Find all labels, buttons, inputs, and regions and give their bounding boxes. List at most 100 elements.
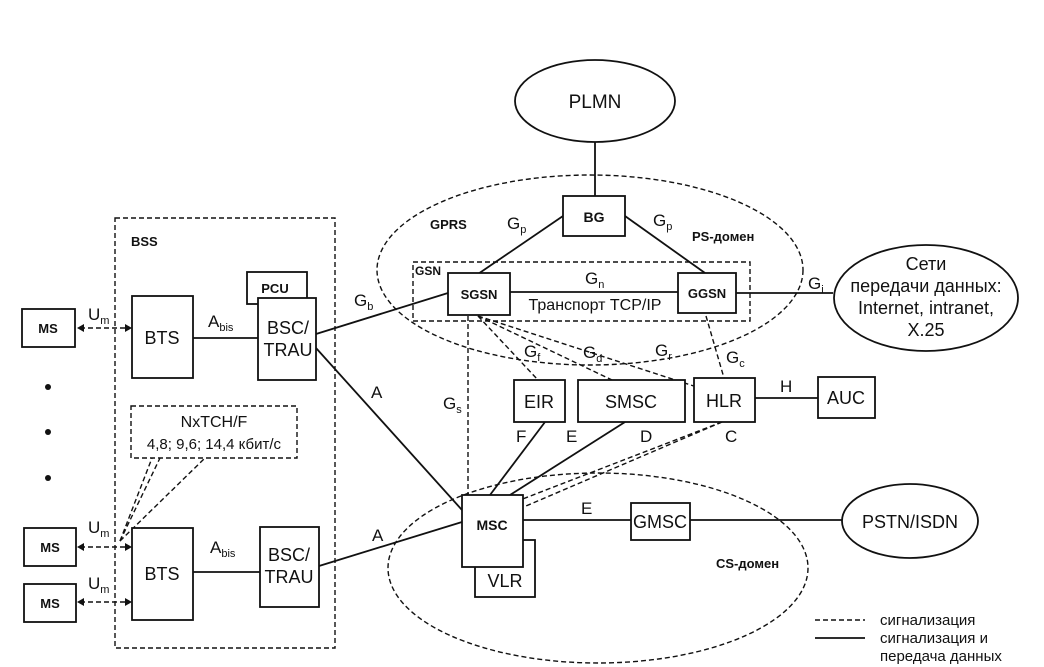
hlr-label: HLR [706, 391, 742, 411]
sgsn-node [447, 272, 511, 316]
gsn-label: GSN [415, 264, 441, 278]
smsc-msc-e-link [509, 421, 626, 496]
um-label-mid: Um [88, 518, 109, 540]
bts-top-label: BTS [144, 328, 179, 348]
bg-label: BG [584, 209, 605, 225]
bts-bottom-node [131, 527, 194, 621]
bsc-bottom-label-line1: BSC/ [268, 545, 310, 565]
gmsc-node [630, 502, 691, 541]
bts-bottom-label: BTS [144, 564, 179, 584]
bss-label: BSS [131, 234, 158, 249]
f-label: F [516, 427, 526, 446]
note-callout-line-1 [119, 457, 161, 542]
a-label-bottom: A [372, 526, 384, 545]
pstn-label: PSTN/ISDN [862, 512, 958, 532]
msc-node [461, 494, 524, 568]
bg-sgsn-gp-link [477, 215, 564, 275]
auc-node [817, 376, 876, 419]
ms-mid-label: MS [40, 540, 60, 555]
data-network-node [833, 244, 1019, 352]
smsc-node [577, 379, 686, 423]
pcu-label: PCU [261, 281, 288, 296]
hlr-msc-c-link [525, 421, 723, 507]
msc-label: MSC [476, 517, 507, 533]
ms-ellipsis-dot-3 [45, 475, 51, 481]
ps-domain-ellipse [376, 174, 804, 366]
data-network-label-line1: Сети [906, 254, 947, 274]
transport-label: Транспорт TCP/IP [529, 297, 662, 314]
channel-note-box [130, 405, 298, 459]
ms-ellipsis-dot-1 [45, 384, 51, 390]
cs-domain-label: CS-домен [716, 556, 779, 571]
h-label: H [780, 377, 792, 396]
legend-solid-label-line2: передача данных [880, 648, 1002, 665]
sgsn-label: SGSN [461, 287, 498, 302]
auc-label: AUC [827, 388, 865, 408]
d-label: D [640, 427, 652, 446]
legend-solid-label-line1: сигнализация и [880, 630, 988, 647]
note-callout-line-3 [119, 457, 153, 542]
bsc-bottom-node [259, 526, 320, 608]
channel-note-line2: 4,8; 9,6; 14,4 кбит/с [147, 436, 282, 453]
um-label-top: Um [88, 305, 109, 327]
vlr-label: VLR [487, 571, 522, 591]
bsc-sgsn-gb-link [315, 292, 449, 335]
gr-label: Gr [655, 341, 672, 363]
gsn-region [412, 261, 751, 322]
data-network-label-line4: X.25 [907, 320, 944, 340]
bsc-msc-a-bottom-link [318, 521, 463, 567]
bsc-bottom-label-line2: TRAU [265, 567, 314, 587]
data-network-label-line3: Internet, intranet, [858, 298, 994, 318]
ggsn-node [677, 272, 737, 314]
gp-label-right: Gp [653, 211, 672, 233]
gi-label: Gi [808, 274, 824, 296]
bg-ggsn-gp-link [624, 215, 706, 274]
gc-label: Gc [726, 348, 745, 370]
gp-label-left: Gp [507, 214, 526, 236]
plmn-label: PLMN [569, 92, 622, 113]
hlr-msc-d-link [519, 421, 723, 501]
sgsn-eir-gf-link [477, 315, 539, 381]
gmsc-label: GMSC [633, 512, 687, 532]
eir-msc-f-link [489, 421, 546, 496]
data-network-label-line2: передачи данных: [850, 276, 1001, 296]
abis-label-top: Abis [208, 312, 234, 334]
bsc-top-label-line2: TRAU [264, 340, 313, 360]
c-label: C [725, 427, 737, 446]
bss-region [114, 217, 336, 649]
sgsn-hlr-gr-link [477, 315, 701, 389]
gf-label: Gf [524, 342, 541, 364]
eir-label: EIR [524, 392, 554, 412]
ms-ellipsis-dot-2 [45, 429, 51, 435]
ms-top-label: MS [38, 321, 58, 336]
plmn-node [514, 59, 676, 143]
a-label-top: A [371, 383, 383, 402]
um-link-mid [77, 543, 132, 551]
bg-node [562, 195, 626, 237]
ms-bottom-label: MS [40, 596, 60, 611]
ms-bottom-node [23, 583, 77, 623]
gs-label: Gs [443, 394, 462, 416]
ggsn-hlr-gc-link [705, 315, 725, 379]
abis-label-bottom: Abis [210, 538, 236, 560]
e-label-lower: E [581, 499, 592, 518]
smsc-label: SMSC [605, 392, 657, 412]
e-label-upper: E [566, 427, 577, 446]
um-link-bottom [77, 598, 132, 606]
eir-node [513, 379, 566, 423]
bts-top-node [131, 295, 194, 379]
legend-dashed-label: сигнализация [880, 612, 975, 629]
ps-domain-label: PS-домен [692, 229, 754, 244]
ms-mid-node [23, 527, 77, 567]
sgsn-smsc-gd-link [477, 315, 613, 381]
gn-label: Gn [585, 269, 604, 291]
bsc-msc-a-top-link [315, 347, 463, 511]
bsc-top-node [257, 297, 317, 381]
ggsn-label: GGSN [688, 286, 726, 301]
gprs-label: GPRS [430, 217, 467, 232]
hlr-node [693, 377, 756, 423]
um-link-top [77, 324, 132, 332]
ms-top-node [21, 308, 76, 348]
gb-label: Gb [354, 291, 373, 313]
